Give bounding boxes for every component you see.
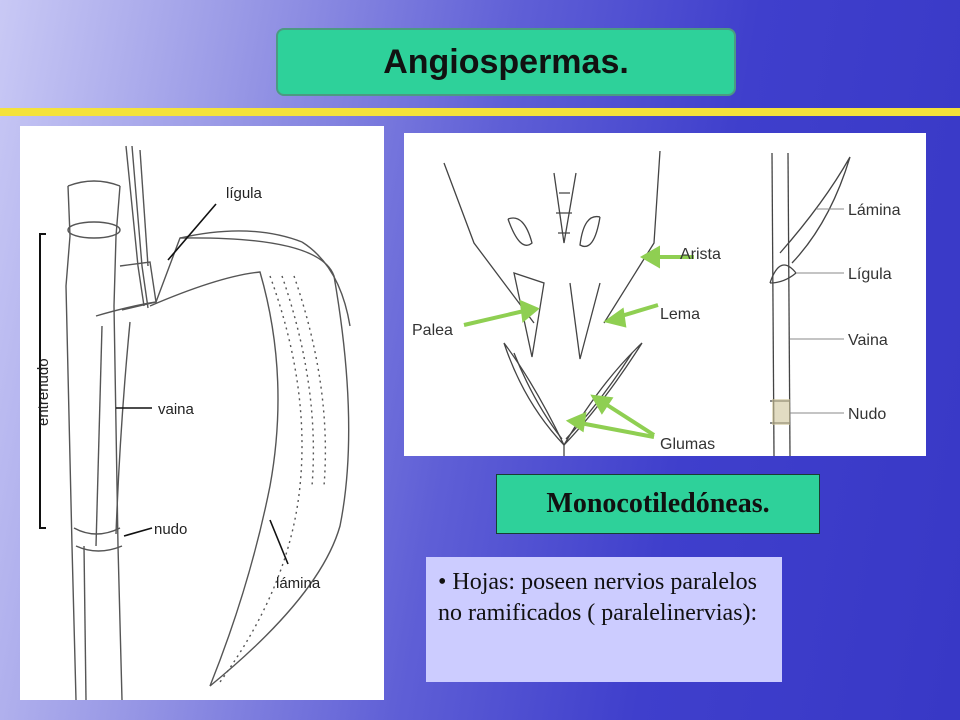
label-leaf-ligula: Lígula — [848, 266, 892, 283]
label-leaf-nudo: Nudo — [848, 406, 886, 423]
description-box: • Hojas: poseen nervios paralelos no ram… — [426, 557, 782, 682]
label-entrenudo: entrenudo — [35, 358, 52, 426]
stem-diagram-panel: entrenudo lígula vaina nudo lámina — [20, 126, 384, 701]
yellow-divider — [0, 108, 960, 116]
label-ligula: lígula — [226, 185, 263, 202]
description-text: • Hojas: poseen nervios paralelos no ram… — [438, 569, 758, 626]
label-arista: Arista — [680, 246, 721, 263]
stem-diagram: entrenudo lígula vaina nudo lámina — [35, 145, 351, 701]
label-leaf-vaina: Vaina — [848, 332, 888, 349]
label-lamina: lámina — [276, 575, 321, 592]
slide-title: Angiospermas. — [276, 28, 736, 96]
stem-left-edge — [65, 185, 77, 701]
slide-title-text: Angiospermas. — [383, 42, 629, 81]
label-nudo: nudo — [154, 521, 187, 538]
entrenudo-bracket — [39, 233, 46, 529]
stem-right-edge — [113, 185, 123, 701]
monocot-heading-text: Monocotiledóneas. — [546, 488, 770, 519]
label-vaina: vaina — [158, 401, 195, 418]
label-lema: Lema — [660, 306, 700, 323]
label-leaf-lamina: Lámina — [848, 202, 901, 219]
label-palea: Palea — [412, 322, 453, 339]
spikelet-diagram-panel: Arista Lema Palea Glumas Lámina Lígula V… — [404, 133, 926, 457]
spikelet-diagram: Arista Lema Palea Glumas Lámina Lígula V… — [412, 150, 901, 457]
monocot-heading: Monocotiledóneas. — [496, 474, 820, 534]
label-glumas: Glumas — [660, 436, 715, 453]
